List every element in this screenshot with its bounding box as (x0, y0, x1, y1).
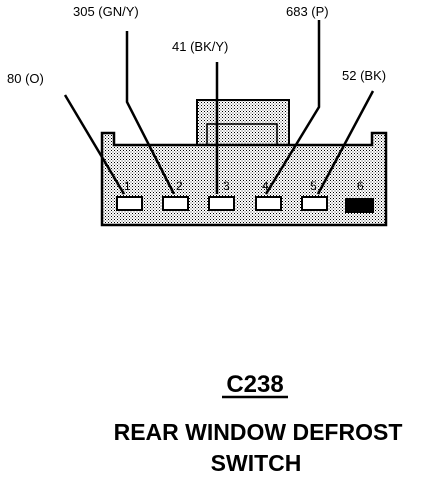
connector-name-line1: REAR WINDOW DEFROST (114, 419, 403, 445)
wire-label-683: 683 (P) (286, 4, 329, 19)
pin-number-3: 3 (223, 179, 230, 193)
wire-leader-80 (63, 94, 126, 195)
pin-cavity-6-filled (345, 198, 374, 213)
connector-name-line2: SWITCH (211, 450, 302, 476)
pin-numbers: 1 2 3 4 5 6 (124, 179, 364, 193)
wire-leader-683 (264, 20, 321, 195)
pin-cavity-3 (208, 196, 235, 211)
connector-id: C238 (226, 371, 283, 398)
pin-number-2: 2 (176, 179, 183, 193)
wire-leaders (63, 20, 375, 195)
wire-label-80: 80 (O) (7, 71, 44, 86)
connector-title: C238 REAR WINDOW DEFROST SWITCH (114, 371, 403, 476)
wire-label-52: 52 (BK) (342, 68, 386, 83)
wire-label-305: 305 (GN/Y) (73, 4, 139, 19)
wire-label-41: 41 (BK/Y) (172, 39, 228, 54)
pin-number-6: 6 (357, 179, 364, 193)
pin-number-5: 5 (310, 179, 317, 193)
pin-cavity-5 (301, 196, 328, 211)
wire-leader-52 (316, 90, 375, 195)
connector-body (100, 99, 388, 227)
pin-number-4: 4 (262, 179, 269, 193)
pin-cavity-2 (162, 196, 189, 211)
pin-number-1: 1 (124, 179, 131, 193)
pin-cavity-4 (255, 196, 282, 211)
wire-labels: 80 (O) 305 (GN/Y) 41 (BK/Y) 683 (P) 52 (… (7, 4, 386, 86)
connector-latch (196, 99, 290, 151)
wire-leader-305 (125, 31, 176, 195)
pin-cavity-1 (116, 196, 143, 211)
pin-cavities (116, 196, 374, 213)
